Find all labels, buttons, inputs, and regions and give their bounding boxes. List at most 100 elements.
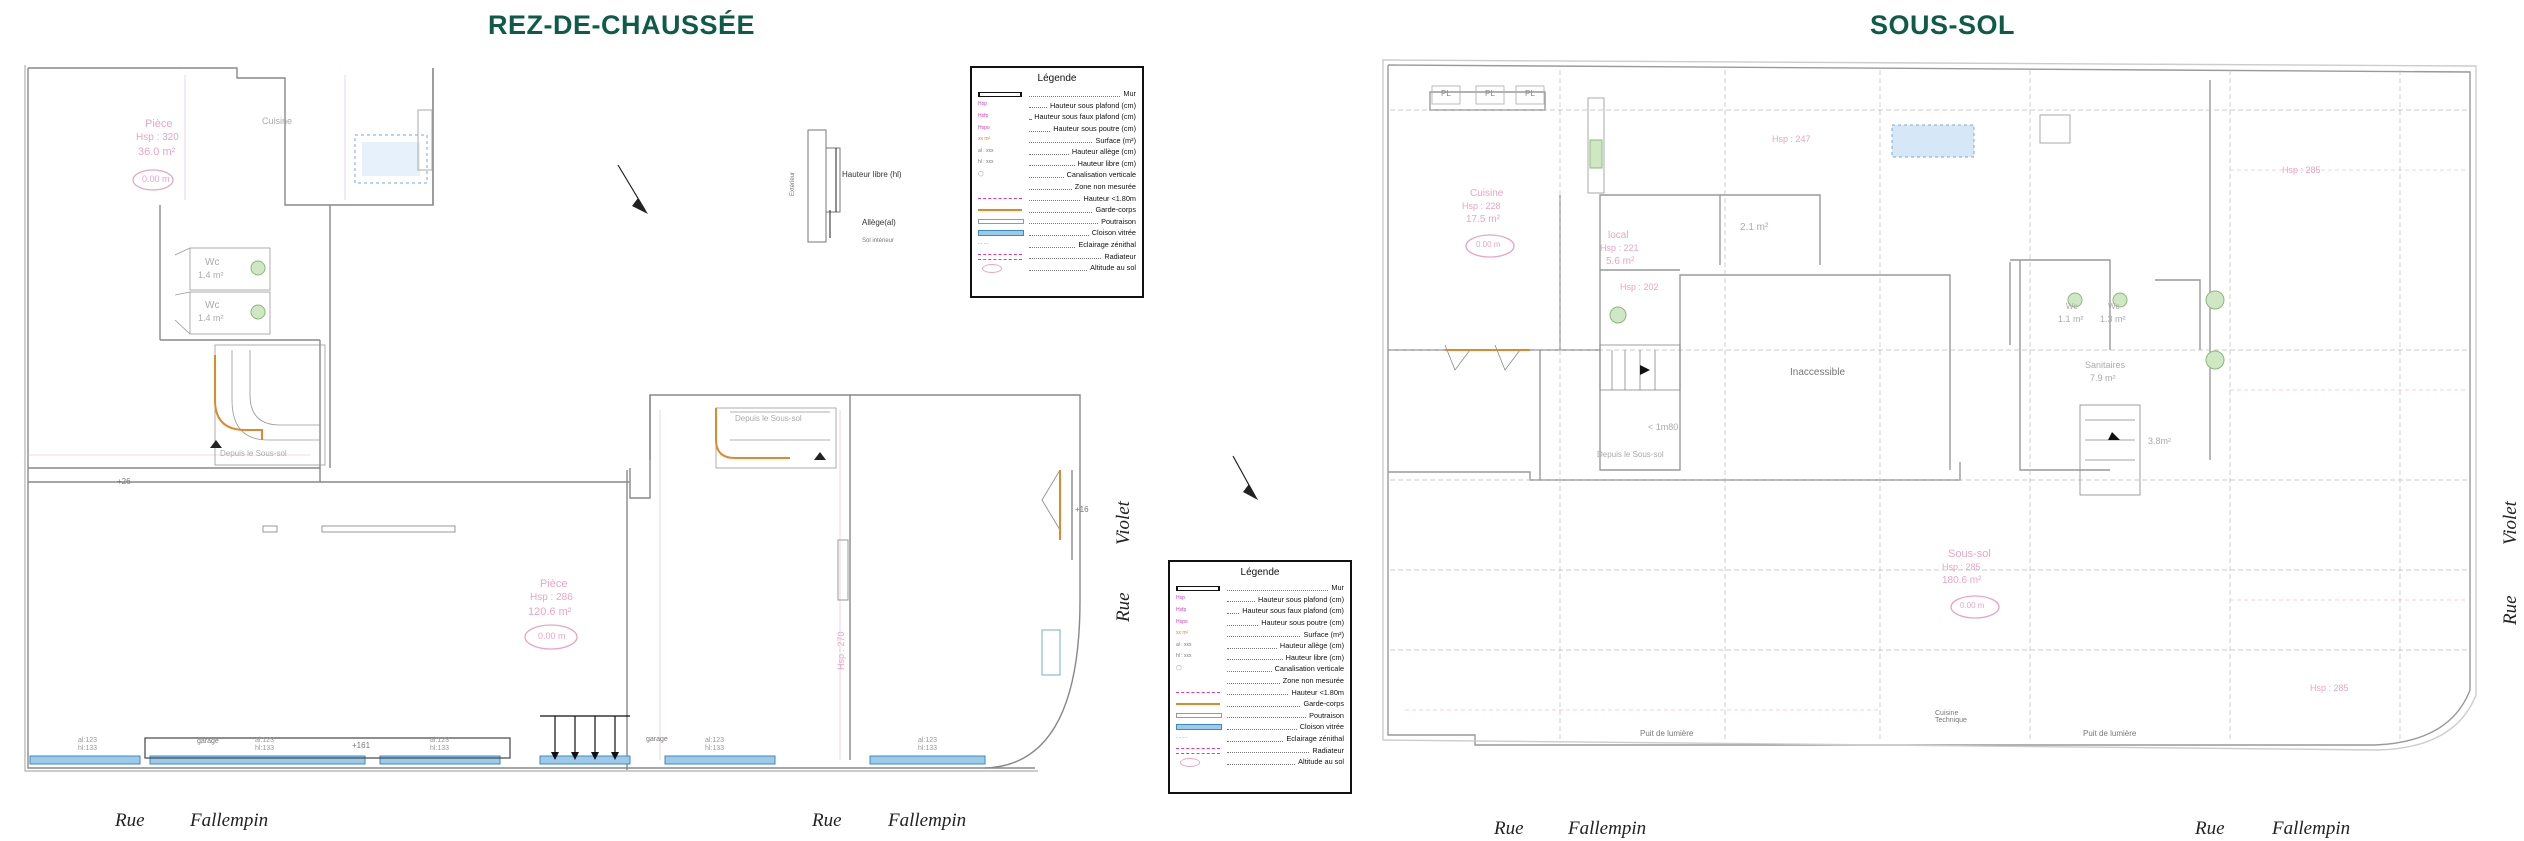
legend-symbol-surface: xx m²: [1176, 630, 1189, 637]
legend-leader: [1227, 654, 1283, 661]
ground-street-rue-left: Rue: [115, 810, 145, 831]
legend-leader: [1227, 747, 1310, 754]
legend-row-surface: xx m² Surface (m²): [972, 134, 1142, 146]
legend-label: Hauteur sous poutre (cm): [1261, 618, 1344, 628]
ground-garage-arrows: [551, 752, 619, 760]
legend-leader: [1029, 265, 1088, 271]
ground-piece-top-alt: 0.00 m: [142, 174, 170, 184]
ground-street-fallempin-right: Fallempin: [888, 810, 967, 831]
basement-sous-sol-alt: 0.00 m: [1960, 601, 1985, 610]
basement-title: SOUS-SOL: [1870, 10, 2016, 40]
legend-row-poutre: Poutraison: [1170, 710, 1350, 722]
ground-piece-main-surface: 120.6 m²: [528, 606, 572, 618]
legend-symbol-eclair: - - - -: [978, 240, 989, 247]
basement-hsp285a: Hsp : 285: [2282, 165, 2321, 175]
basement-depuis: Depuis le Sous-sol: [1597, 450, 1664, 459]
ground-step-left: +26: [117, 477, 131, 486]
legend-row-h180: Hauteur <1.80m: [1170, 686, 1350, 698]
basement-wc1-name: Wc: [2066, 302, 2078, 311]
ground-floor-plan: [24, 65, 1081, 772]
legend-symbol-hsfp: Hsfp: [1176, 606, 1187, 613]
legend-label: Canalisation verticale: [1066, 170, 1136, 180]
ground-compass: [617, 164, 648, 214]
legend-leader: [1029, 114, 1032, 120]
legend-label: Hauteur libre (cm): [1285, 652, 1344, 662]
legend-symbol-wall: [978, 90, 1026, 98]
legend-leader: [1227, 666, 1272, 672]
legend-label: Zone non mesurée: [1074, 182, 1136, 192]
basement-street-rue-right: Rue: [2195, 818, 2225, 839]
legend-symbol-h180: [1176, 688, 1224, 696]
legend-symbol-vitre: [1176, 723, 1224, 731]
ground-dimension-lines: [28, 75, 841, 760]
basement-street-rue-vertical: Rue: [2500, 595, 2521, 625]
legend-label: Hauteur sous poutre (cm): [1053, 124, 1136, 134]
ground-street-violet: Violet: [1113, 501, 1134, 545]
legend-leader: [1227, 585, 1329, 591]
basement-puits-left: Puit de lumière: [1640, 729, 1694, 738]
legend-label: Mur: [1331, 583, 1344, 593]
legend-leader: [1227, 596, 1256, 603]
legend-label: Radiateur: [1104, 251, 1136, 261]
basement-stair-arrows: [1640, 365, 2120, 440]
legend-symbol-poutre: [1176, 711, 1224, 719]
legend-row-zone: Zone non mesurée: [972, 181, 1142, 193]
legend-symbol-poutre: [978, 217, 1026, 225]
legend-row-radiateur: Radiateur: [1170, 744, 1350, 756]
legend-leader: [1227, 759, 1296, 765]
basement-sous-sol-name: Sous-sol: [1948, 548, 1991, 560]
legend-symbol-hsfp: Hsfp: [978, 112, 989, 119]
legend-symbol-canal: ◯: [978, 170, 984, 177]
ground-garage-gate: [144, 715, 630, 759]
legend-label: Hauteur sous faux plafond (cm): [1034, 112, 1136, 122]
ground-garage-right: garage: [646, 736, 668, 743]
ground-piece-top-hsp: Hsp : 320: [136, 132, 179, 143]
legend-leader: [1029, 195, 1081, 202]
ground-wc1-surface: 1.4 m²: [198, 270, 224, 280]
legend-symbol-garde: [1176, 700, 1224, 708]
legend-row-canal: ◯ Canalisation verticale: [972, 169, 1142, 181]
legend-symbol-radiateur: [1176, 746, 1224, 755]
legend-label: Surface (m²): [1095, 135, 1136, 145]
basement-street-fallempin-left: Fallempin: [1568, 818, 1647, 839]
legend-label: Hauteur sous plafond (cm): [1258, 594, 1344, 604]
ground-piece-top-name: Pièce: [145, 118, 173, 130]
legend-row-canal: ◯Canalisation verticale: [1170, 663, 1350, 675]
ground-step-right: +16: [1075, 505, 1089, 514]
legend-label: Hauteur allège (cm): [1071, 147, 1136, 157]
legend-symbol-altitude: [978, 263, 1026, 273]
window-detail-sol-interieur: Sol intérieur: [862, 238, 895, 244]
legend-row-hsp: Hsp Hauteur sous plafond (cm): [1170, 594, 1350, 606]
legend-row-poutre: Poutraison: [972, 216, 1142, 228]
legend-symbol-libre: hl : xxx: [1176, 653, 1192, 660]
basement-local-name: local: [1608, 230, 1629, 241]
legend-leader: [1029, 218, 1099, 225]
legend-label: Cloison vitrée: [1299, 722, 1344, 732]
legend-leader: [1029, 102, 1048, 109]
ground-piece-main-name: Pièce: [540, 578, 568, 590]
ground-side-door: [1041, 469, 1061, 540]
basement-street-fallempin-right: Fallempin: [2272, 818, 2351, 839]
ground-wc2-name: Wc: [205, 300, 220, 311]
legend-symbol-surface: xx m²: [978, 136, 991, 143]
legend-row-eclair: - - - -Eclairage zénithal: [1170, 733, 1350, 745]
legend-label: Poutraison: [1309, 710, 1344, 720]
basement-altitude-markers: [1465, 234, 2000, 619]
basement-cuisine-alt: 0.00 m: [1476, 240, 1501, 249]
legend-label: Eclairage zénithal: [1078, 240, 1136, 250]
basement-pink-dims: [1405, 169, 2465, 711]
legend-symbol-hsp: Hsp: [1176, 595, 1185, 602]
legend-symbol-hsp: Hsp: [978, 101, 987, 108]
legend-row-wall: Mur: [972, 88, 1142, 100]
legend-symbol-altitude: [1176, 757, 1224, 767]
